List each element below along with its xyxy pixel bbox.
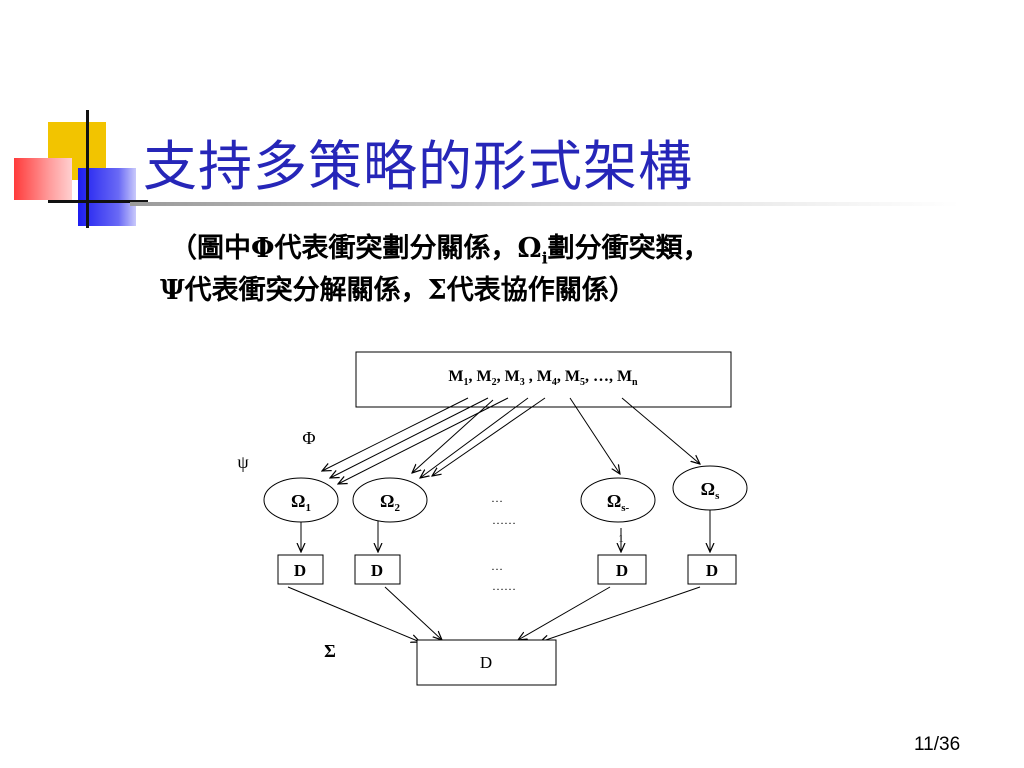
note-text: 代表協作關係） [446, 275, 636, 306]
modules-box [355, 351, 732, 408]
psi-arrows [301, 510, 710, 552]
sigma-label: Σ [324, 641, 336, 661]
modules-label: M1, M2, M3 , M4, M5, …, Mn [448, 368, 638, 388]
d-box-2 [354, 554, 401, 585]
note-text: 代表衝突分解關係， [184, 275, 428, 306]
page-number: 11/36 [914, 734, 961, 755]
final-d-label: D [480, 653, 492, 672]
class-omega-s-minus-1 [580, 477, 656, 523]
d-box-2-label: D [371, 561, 383, 580]
psi-symbol: Ψ [160, 275, 185, 306]
psi-label: ψ [237, 452, 249, 472]
sigma-symbol: Σ [427, 275, 447, 306]
logo-horizontal-line [48, 200, 148, 203]
ellipsis-d-2: …… [492, 579, 516, 593]
d-box-3 [597, 554, 647, 585]
d-box-1 [277, 554, 324, 585]
title-underline [130, 202, 960, 206]
omega-symbol: Ω [517, 233, 542, 264]
class-omega-2 [352, 477, 428, 523]
class-omega-1-label: Ω1 [291, 491, 311, 514]
phi-arrows [322, 397, 700, 484]
page-title: 支持多策略的形式架構 [143, 135, 693, 198]
sigma-arrows [287, 586, 701, 642]
legend-note-line-1: （圖中Φ代表衝突劃分關係，Ωi劃分衝突類， [170, 226, 710, 267]
logo-vertical-line [86, 110, 89, 228]
phi-label: Φ [302, 428, 315, 448]
ellipsis-d-1: … [491, 559, 503, 573]
class-omega-s-minus-1-label: Ωs- [607, 491, 630, 514]
legend-note-line-2: Ψ代表衝突分解關係，Σ代表協作關係） [160, 268, 636, 307]
d-box-4-label: D [706, 561, 718, 580]
phi-symbol: Φ [251, 233, 275, 264]
d-box-4 [687, 554, 737, 585]
note-text: （圖中 [170, 233, 251, 264]
omega-subscript: i [541, 248, 548, 268]
final-d-box [416, 639, 557, 686]
ellipsis-classes-1: … [491, 491, 503, 505]
ellipsis-classes-2: …… [492, 513, 516, 527]
d-box-1-label: D [294, 561, 306, 580]
logo-red-square [14, 158, 72, 200]
note-text: 代表衝突劃分關係， [274, 233, 518, 264]
class-omega-s-label: Ωs [701, 479, 720, 502]
d-box-3-label: D [616, 561, 628, 580]
note-text: 劃分衝突類， [547, 233, 710, 264]
class-omega-2-label: Ω2 [380, 491, 400, 514]
